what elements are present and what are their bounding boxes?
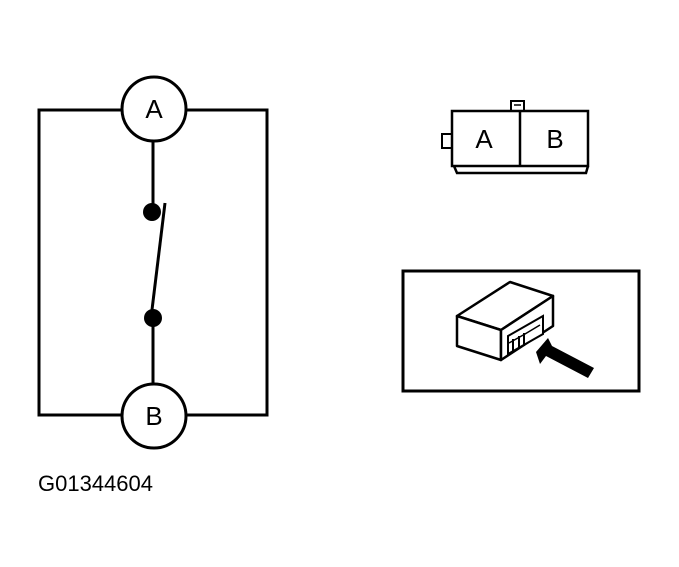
connector-pin-a-label: A: [475, 124, 493, 154]
terminal-b: B: [120, 382, 188, 450]
switch-contact-lower: [144, 309, 162, 327]
connector-face: A B: [441, 100, 590, 175]
schematic-outer-loop: [37, 108, 122, 417]
switch-contact-upper: [143, 203, 161, 221]
switch-schematic: A B: [37, 75, 269, 450]
connector-key-nub: [441, 133, 453, 149]
switch-blade: [149, 202, 167, 319]
module-connector: [507, 314, 544, 356]
terminal-a: A: [120, 75, 188, 143]
figure-id: G01344604: [38, 471, 153, 496]
module-illustration: [455, 280, 555, 362]
locator-arrow-icon: [536, 338, 594, 378]
location-inset: [401, 269, 641, 393]
terminal-a-label: A: [145, 94, 163, 124]
terminal-b-label: B: [145, 401, 162, 431]
schematic-outer-loop-right: [186, 108, 269, 417]
connector-pin-b-label: B: [546, 124, 563, 154]
